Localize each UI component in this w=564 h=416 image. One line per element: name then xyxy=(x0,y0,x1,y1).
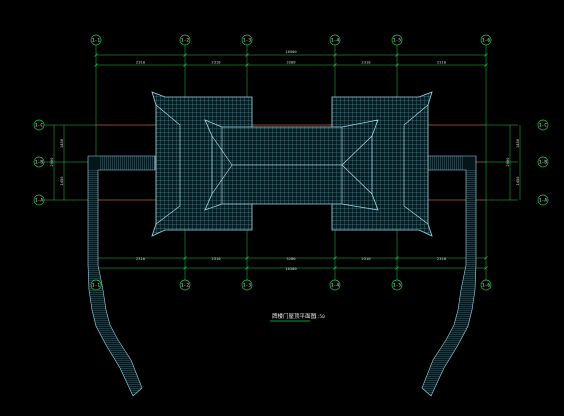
axis-label: 1-1 xyxy=(92,283,100,289)
axis-bubble xyxy=(329,34,341,46)
axis-label: 1-5 xyxy=(393,38,401,44)
axis-label: 1-5 xyxy=(393,283,401,289)
dimension-text: 16500 xyxy=(285,266,297,271)
dimension-tick xyxy=(94,53,98,57)
axis-bubble xyxy=(179,279,191,291)
dimension-tick xyxy=(245,266,249,270)
dimension-tick xyxy=(395,63,399,67)
dimension-text: 3280 xyxy=(286,60,296,65)
dimension-text: 2310 xyxy=(437,256,447,261)
axis-label: 1-4 xyxy=(331,283,339,289)
dimension-tick xyxy=(183,256,187,260)
dimension-tick xyxy=(333,63,337,67)
dimension-tick xyxy=(94,63,98,67)
dimension-text: 2310 xyxy=(361,60,371,65)
axis-label: 1-4 xyxy=(331,38,339,44)
dimension-text: 16500 xyxy=(285,49,297,54)
axis-label: 1-3 xyxy=(243,38,251,44)
dimension-text: 2310 xyxy=(211,60,221,65)
axis-label: 1-C xyxy=(35,123,43,129)
drawing-title: 牌楼门屋顶平面图 xyxy=(272,312,317,320)
dimension-text: 2310 xyxy=(437,60,447,65)
dimension-text: 2310 xyxy=(136,256,146,261)
axis-bubble xyxy=(179,34,191,46)
dimension-tick xyxy=(395,266,399,270)
dimension-tick xyxy=(183,53,187,57)
axis-label: 1-B xyxy=(35,160,43,166)
dimension-tick xyxy=(484,63,488,67)
dimension-text: 1450 xyxy=(515,138,520,148)
dimension-text: 1450 xyxy=(515,176,520,186)
axis-label: 1-B xyxy=(539,160,547,166)
dimension-tick xyxy=(484,53,488,57)
dimension-tick xyxy=(484,256,488,260)
axis-label: 1-6 xyxy=(482,38,490,44)
dimension-tick xyxy=(395,53,399,57)
axis-bubble xyxy=(90,279,102,291)
axis-bubble xyxy=(537,194,549,206)
drawing-scale: 1:50 xyxy=(314,314,325,320)
axis-label: 1-1 xyxy=(92,38,100,44)
axis-label: 1-A xyxy=(35,198,43,204)
axis-label: 1-2 xyxy=(181,283,189,289)
axis-bubble xyxy=(480,34,492,46)
axis-bubble xyxy=(241,34,253,46)
axis-bubble xyxy=(480,279,492,291)
axis-bubble xyxy=(33,156,45,168)
axis-label: 1-A xyxy=(539,198,547,204)
dimension-texts: 16500 2310 2310 3280 2310 2310 2310 2310 3280 231… xyxy=(49,49,520,271)
dimension-tick xyxy=(395,256,399,260)
dimension-text: 2310 xyxy=(211,256,221,261)
axis-bubble xyxy=(33,194,45,206)
dimension-tick xyxy=(245,63,249,67)
roof xyxy=(151,91,433,237)
dimension-text: 2900 xyxy=(505,157,510,167)
axis-label: 1-3 xyxy=(243,283,251,289)
dimension-tick xyxy=(245,256,249,260)
axis-bubble xyxy=(33,119,45,131)
dimension-tick xyxy=(333,266,337,270)
axis-bubble xyxy=(90,34,102,46)
axis-bubble xyxy=(241,279,253,291)
dimension-text: 2900 xyxy=(49,157,54,167)
axis-bubble xyxy=(537,156,549,168)
axis-bubbles: 1-1 1-1 1-2 1-2 1-3 1-3 1-4 1-4 1-5 1-5 1-6 1-6 1-C 1… xyxy=(33,34,549,291)
axis-bubble xyxy=(391,279,403,291)
dimension-tick xyxy=(333,256,337,260)
dimension-text: 1450 xyxy=(59,138,64,148)
axis-bubble xyxy=(329,279,341,291)
axis-grid-lines xyxy=(44,45,521,280)
dimension-tick xyxy=(245,53,249,57)
dimension-tick xyxy=(333,53,337,57)
dimension-tick xyxy=(183,63,187,67)
axis-bubble xyxy=(391,34,403,46)
axis-label: 1-2 xyxy=(181,38,189,44)
axis-bubble xyxy=(537,119,549,131)
axis-label: 1-6 xyxy=(482,283,490,289)
dimension-text: 3280 xyxy=(286,256,296,261)
dimension-text: 2310 xyxy=(361,256,371,261)
dimension-tick xyxy=(484,266,488,270)
dimension-tick xyxy=(183,266,187,270)
left-walkway xyxy=(87,155,156,397)
dimension-text: 1450 xyxy=(59,176,64,186)
dimension-text: 2310 xyxy=(136,60,146,65)
axis-label: 1-C xyxy=(539,123,547,129)
